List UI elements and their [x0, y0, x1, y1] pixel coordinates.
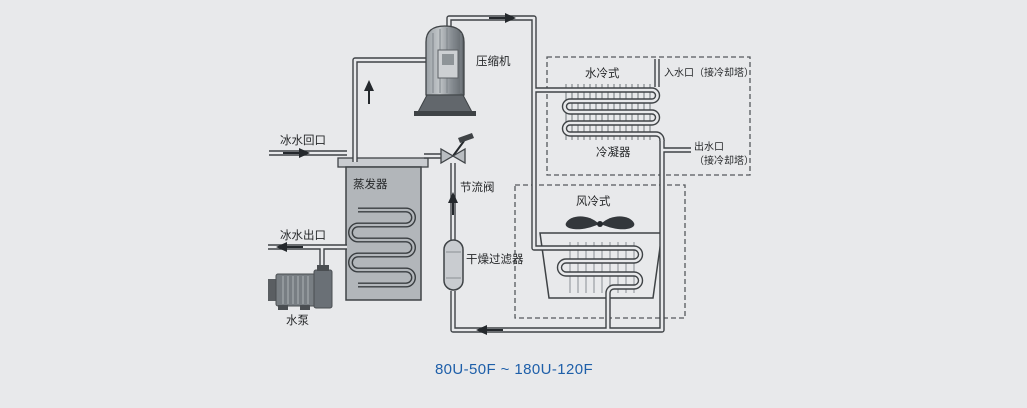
condenser-fan	[565, 216, 635, 230]
water-pump	[268, 265, 333, 310]
compressor	[414, 25, 476, 116]
pump-motor	[275, 273, 317, 307]
pump-foot-right	[300, 305, 310, 310]
air-coil-tray	[539, 232, 663, 299]
label-compressor: 压缩机	[476, 54, 511, 68]
label-chilled-water-return: 冰水回口	[280, 134, 326, 147]
fan-hub	[597, 221, 603, 227]
label-water-outlet-line2: （接冷却塔）	[694, 154, 754, 167]
diagram-labels: 冰水回口 冰水出口 水泵 蒸发器 压缩机 节流阀 干燥过滤器 水冷式 入水口（接…	[280, 54, 754, 378]
arrow-left-liquid	[476, 325, 503, 335]
pump-end-cap	[268, 279, 276, 301]
fan-blade-right	[601, 216, 635, 230]
arrow-left-outlet	[276, 242, 303, 252]
label-evaporator: 蒸发器	[353, 177, 388, 191]
label-water-outlet-line1: 出水口	[694, 140, 724, 153]
pump-motor-fins	[282, 276, 309, 304]
compressor-nameplate-window	[442, 54, 454, 65]
piping-inner	[268, 16, 691, 332]
arrow-up-expansion	[448, 192, 458, 215]
arrow-up-suction	[364, 80, 374, 104]
label-dry-filter: 干燥过滤器	[466, 253, 524, 266]
arrow-right-discharge	[489, 13, 516, 23]
liquid-line-inner	[451, 140, 664, 332]
valve-stem	[452, 140, 465, 157]
label-chilled-water-outlet: 冰水出口	[280, 228, 326, 242]
air-cooled-box	[514, 184, 686, 319]
dry-filter	[443, 239, 464, 291]
label-throttle-valve: 节流阀	[460, 180, 495, 194]
compressor-base-plate	[414, 111, 476, 116]
pump-head	[313, 269, 333, 309]
valve-body-left	[440, 147, 455, 165]
dry-filter-bands	[446, 251, 461, 279]
arrow-right-return	[283, 148, 310, 158]
pump-foot-left	[278, 305, 288, 310]
valve-body-right	[451, 147, 466, 165]
evaporator	[337, 157, 429, 301]
flow-arrows	[276, 13, 516, 335]
liquid-line	[450, 140, 665, 333]
throttle-valve	[440, 133, 474, 165]
evaporator-coil-inner	[349, 208, 415, 287]
valve-handle	[458, 133, 474, 143]
discharge-pipe-inner	[447, 16, 642, 331]
evaporator-lid	[337, 157, 429, 168]
label-air-cooled: 风冷式	[576, 195, 611, 208]
compressor-base	[417, 94, 473, 113]
fan-blade-left	[565, 216, 599, 230]
label-water-cooled: 水冷式	[585, 67, 620, 80]
evaporator-tank	[345, 166, 422, 301]
dry-filter-shell	[443, 239, 464, 291]
label-water-inlet: 入水口（接冷却塔）	[664, 66, 754, 79]
model-range-caption: 80U-50F ~ 180U-120F	[435, 361, 593, 378]
water-condenser-coil-inner	[534, 88, 664, 142]
pump-flange	[317, 265, 329, 271]
label-condenser: 冷凝器	[596, 145, 631, 159]
air-coil-fins	[569, 242, 635, 293]
label-water-pump: 水泵	[286, 314, 309, 327]
suction-pipe-inner	[353, 58, 426, 162]
